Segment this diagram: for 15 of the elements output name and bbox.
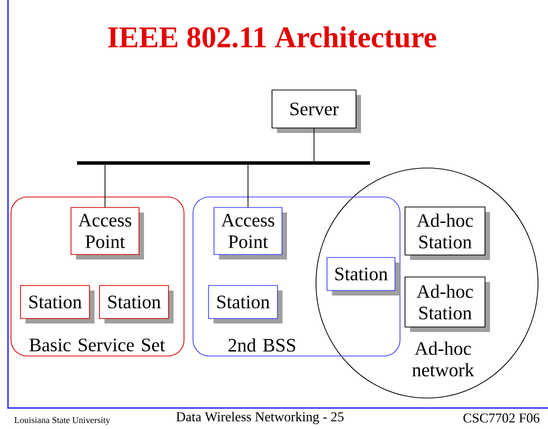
station-box: Station: [20, 285, 94, 324]
station-box: Station: [326, 257, 400, 296]
ad-hoc-station-box: Ad-hoc Station: [404, 206, 490, 260]
connector-line: [104, 164, 106, 208]
access-point-box: Access Point: [214, 207, 287, 260]
slide-title: IEEE 802.11 Architecture: [108, 26, 436, 48]
footer-text: Louisiana State University: [14, 417, 110, 425]
footer-text: CSC7702 F06: [463, 413, 540, 423]
server-box: Server: [272, 90, 361, 133]
footer-text: Data Wireless Networking - 25: [176, 412, 344, 424]
network-bus: [77, 161, 370, 165]
access-point-box: Access Point: [70, 207, 144, 260]
station-box: Station: [99, 285, 174, 324]
station-box: Station: [208, 285, 282, 324]
ad-hoc-station-box: Ad-hoc Station: [404, 276, 490, 332]
